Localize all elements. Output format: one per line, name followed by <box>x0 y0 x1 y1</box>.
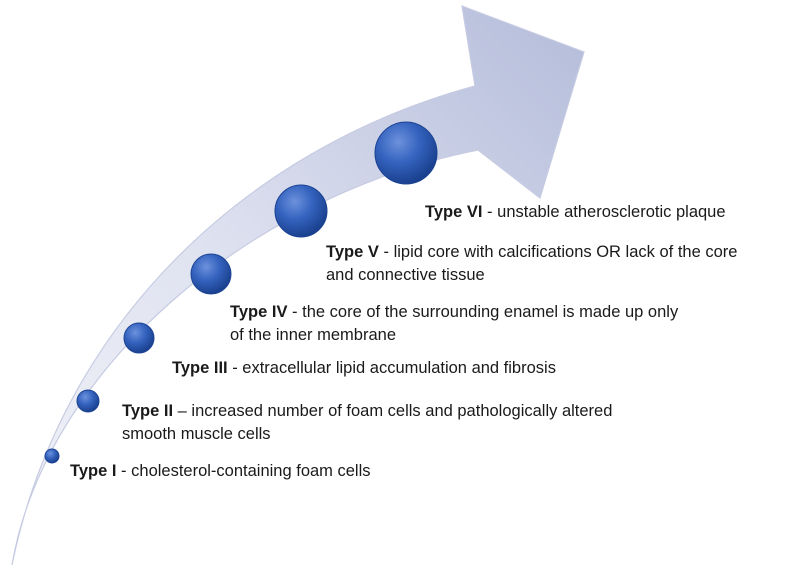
stage-description-continued: and connective tissue <box>326 266 485 284</box>
stage-description: cholesterol-containing foam cells <box>131 462 371 480</box>
stage-marker-type-vi <box>374 121 438 185</box>
stage-marker-type-ii <box>76 389 100 413</box>
stage-separator: - <box>116 462 132 480</box>
stage-label-type-i: Type I - cholesterol-containing foam cel… <box>70 460 371 483</box>
stage-description-continued: smooth muscle cells <box>122 425 271 443</box>
stage-type-name: Type VI <box>425 203 483 221</box>
stage-description: the core of the surrounding enamel is ma… <box>302 303 679 321</box>
stage-type-name: Type I <box>70 462 117 480</box>
stage-type-name: Type II <box>122 402 174 420</box>
stage-label-type-iii: Type III - extracellular lipid accumulat… <box>172 357 556 380</box>
stage-separator: – <box>173 402 192 420</box>
stage-label-type-iv: Type IV - the core of the surrounding en… <box>230 301 678 347</box>
stage-label-type-v: Type V - lipid core with calcifications … <box>326 241 737 287</box>
stage-type-name: Type V <box>326 243 379 261</box>
stage-separator: - <box>482 203 498 221</box>
stage-label-type-vi: Type VI - unstable atherosclerotic plaqu… <box>425 201 726 224</box>
stage-type-name: Type IV <box>230 303 288 321</box>
curved-arrow-shape <box>11 5 585 566</box>
stage-type-name: Type III <box>172 359 228 377</box>
stage-label-type-ii: Type II – increased number of foam cells… <box>122 400 612 446</box>
stage-description: extracellular lipid accumulation and fib… <box>242 359 556 377</box>
stage-marker-type-v <box>274 184 328 238</box>
stage-marker-type-i <box>44 448 60 464</box>
stage-description-continued: of the inner membrane <box>230 326 397 344</box>
stage-separator: - <box>378 243 394 261</box>
stage-separator: - <box>287 303 303 321</box>
stage-marker-type-iii <box>123 322 155 354</box>
stage-marker-type-iv <box>190 253 232 295</box>
stage-description: unstable atherosclerotic plaque <box>497 203 726 221</box>
stage-description: increased number of foam cells and patho… <box>191 402 613 420</box>
stage-description: lipid core with calcifications OR lack o… <box>393 243 738 261</box>
stage-markers <box>44 121 438 464</box>
stage-separator: - <box>227 359 243 377</box>
